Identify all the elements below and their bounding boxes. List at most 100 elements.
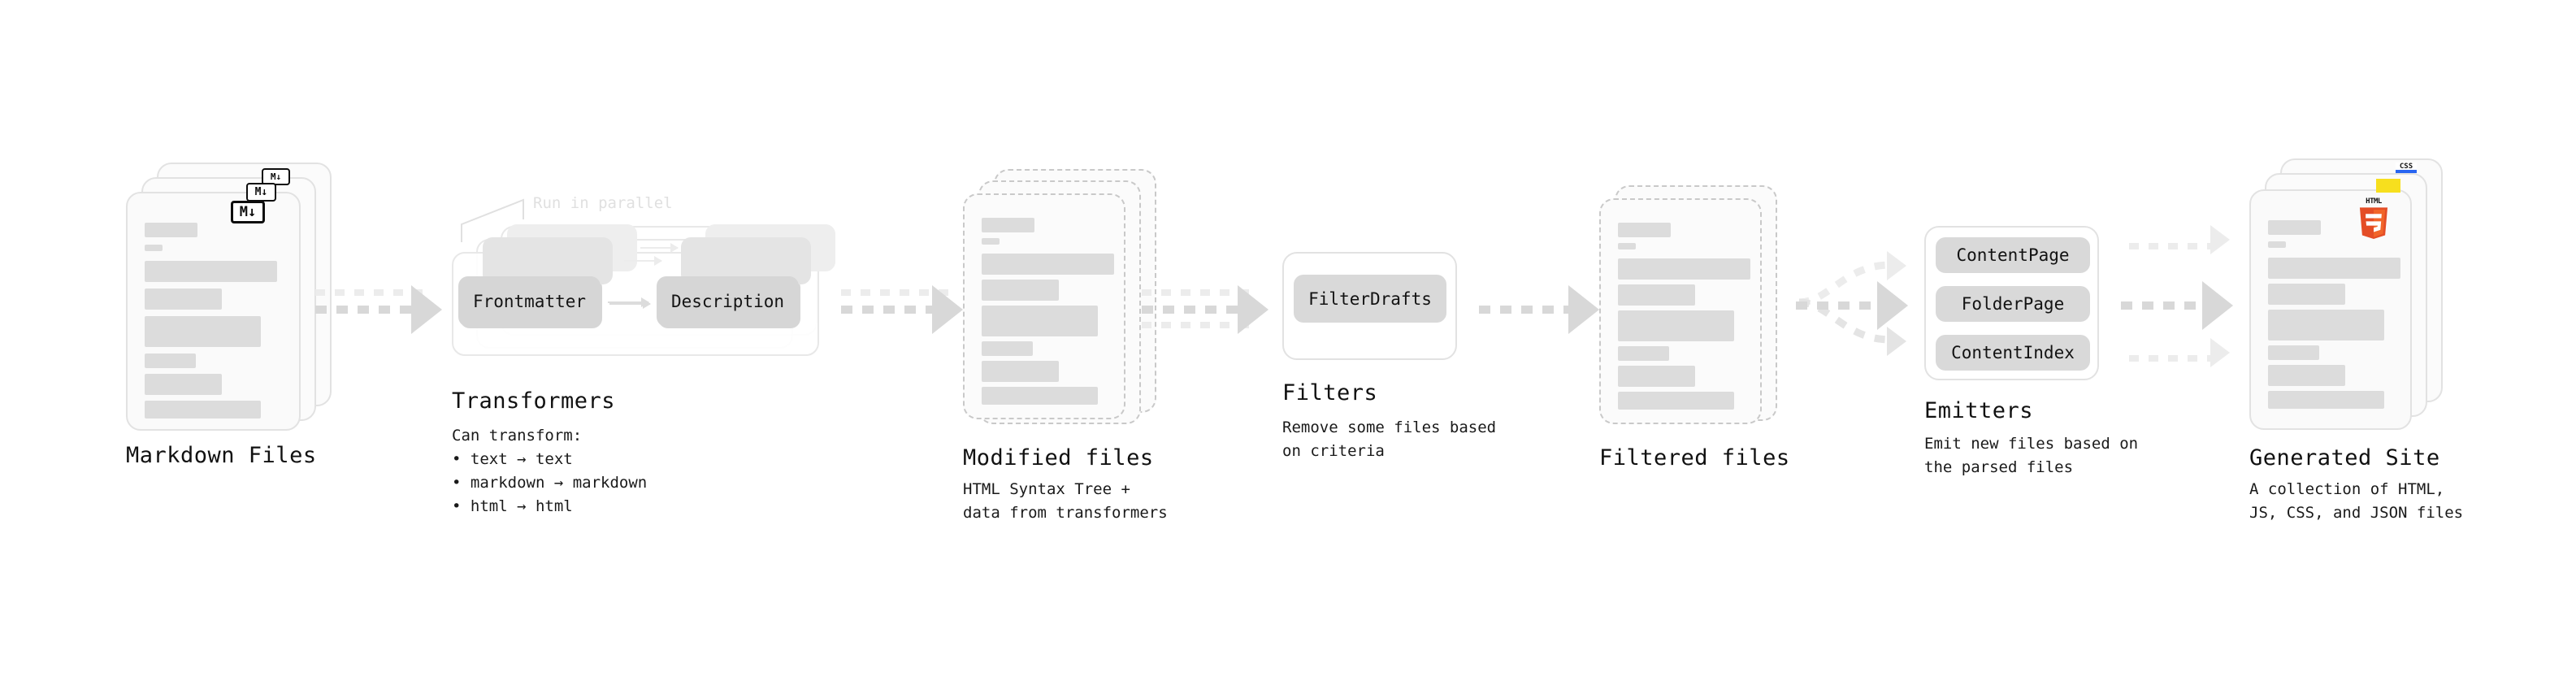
connector-arrowhead-middle xyxy=(1877,281,1908,330)
connector-arrowhead-bottom xyxy=(1887,327,1906,356)
connector-arrowhead xyxy=(932,285,963,334)
emitters-box: ContentPage FolderPage ContentIndex xyxy=(1924,226,2099,380)
skeleton-bar xyxy=(1618,258,1750,280)
filters-box: FilterDrafts xyxy=(1282,252,1457,360)
connector-dash xyxy=(1479,306,1589,314)
skeleton-bar xyxy=(982,280,1059,301)
filters-subtitle: Remove some files based on criteria xyxy=(1282,419,1497,460)
javascript-icon xyxy=(2376,179,2400,193)
skeleton-bar xyxy=(1618,392,1734,410)
modified-sheet-front xyxy=(963,193,1125,419)
connector-arrowhead xyxy=(411,285,442,334)
skeleton-bar xyxy=(145,245,163,251)
skeleton-bar xyxy=(145,374,222,395)
skeleton-bar xyxy=(2268,365,2345,386)
skeleton-bar xyxy=(1618,346,1669,361)
generated-site-title: Generated Site xyxy=(2249,445,2440,471)
css-icon-label: CSS xyxy=(2399,163,2413,171)
skeleton-bar xyxy=(2268,391,2384,409)
run-in-parallel-label: Run in parallel xyxy=(533,194,673,212)
markdown-icon: M↓ xyxy=(231,201,265,223)
skeleton-bar xyxy=(2268,241,2286,248)
generated-site-subtitle: A collection of HTML, JS, CSS, and JSON … xyxy=(2249,480,2464,522)
transformers-title: Transformers xyxy=(452,388,616,414)
skeleton-bar xyxy=(1618,223,1671,237)
filter-pill-filterdrafts[interactable]: FilterDrafts xyxy=(1294,275,1446,323)
filtered-files-title: Filtered files xyxy=(1599,445,1790,471)
skeleton-bar xyxy=(982,361,1059,382)
connector-dash-bottom xyxy=(2129,355,2214,362)
connector-dash-faint xyxy=(315,289,429,296)
modified-files-card-stack xyxy=(963,169,1174,437)
emitter-pill-contentindex[interactable]: ContentIndex xyxy=(1936,335,2090,371)
skeleton-bar xyxy=(145,354,196,368)
skeleton-bar xyxy=(2268,220,2321,235)
connector-arrowhead xyxy=(1238,285,1268,334)
connector-dash xyxy=(841,306,951,314)
css-icon: CSS xyxy=(2396,163,2417,173)
html5-icon-label: HTML xyxy=(2366,197,2382,206)
skeleton-bar xyxy=(982,238,1000,245)
filters-title: Filters xyxy=(1282,380,1378,406)
markdown-icon-mid: M↓ xyxy=(246,183,276,202)
transformer-inner-arrow-ghost-back xyxy=(640,243,679,253)
skeleton-bar xyxy=(982,306,1098,336)
connector-dash-faint-2 xyxy=(1142,322,1255,328)
skeleton-bar xyxy=(145,316,261,347)
skeleton-bar xyxy=(145,401,261,419)
skeleton-bar xyxy=(145,223,197,237)
skeleton-bar xyxy=(145,288,222,310)
css-icon-bar xyxy=(2396,170,2417,173)
markdown-sheet-front xyxy=(126,192,301,431)
markdown-icon-arrow: ↓ xyxy=(248,203,257,220)
modified-files-title: Modified files xyxy=(963,445,1154,471)
modified-files-subtitle: HTML Syntax Tree + data from transformer… xyxy=(963,480,1168,522)
connector-dash-top xyxy=(2129,243,2214,249)
connector-dash xyxy=(315,306,429,314)
skeleton-bar xyxy=(2268,345,2319,360)
generated-site-card-stack: CSS HTML xyxy=(2249,158,2461,435)
connector-arrowhead-top xyxy=(2210,225,2230,254)
markdown-icon-letter-mid: M xyxy=(254,186,262,198)
connector-arrowhead-top xyxy=(1887,251,1906,280)
markdown-icon-letter: M xyxy=(239,203,248,220)
emitters-subtitle: Emit new files based on the parsed files xyxy=(1924,435,2139,476)
html5-icon: HTML xyxy=(2357,197,2391,240)
filtered-sheet-front xyxy=(1599,198,1762,424)
connector-arrowhead-bottom xyxy=(2210,338,2230,367)
skeleton-bar xyxy=(982,254,1114,275)
connector-dash-middle xyxy=(1796,301,1893,310)
connector-dash-faint xyxy=(841,289,951,296)
skeleton-bar xyxy=(2268,310,2384,340)
skeleton-bar xyxy=(145,261,277,282)
connector-arrowhead xyxy=(1568,285,1599,334)
skeleton-bar xyxy=(1618,366,1695,387)
skeleton-bar xyxy=(1618,243,1636,249)
parallel-bracket-icon xyxy=(461,198,524,242)
transformers-subtitle: Can transform: • text → text • markdown … xyxy=(452,427,648,515)
transformers-panel-stack: Run in parallel Frontmatter Description … xyxy=(452,194,835,364)
skeleton-bar xyxy=(982,341,1033,356)
emitters-title: Emitters xyxy=(1924,398,2034,423)
markdown-icon-arrow-mid: ↓ xyxy=(261,186,268,198)
connector-dash-faint xyxy=(1142,289,1255,296)
transformer-inner-arrow-main xyxy=(608,297,649,307)
emitter-pill-folderpage[interactable]: FolderPage xyxy=(1936,286,2090,322)
skeleton-bar xyxy=(2268,284,2345,305)
skeleton-bar xyxy=(1618,284,1695,306)
connector-dash xyxy=(1142,306,1255,314)
markdown-icon-letter-back: M xyxy=(270,171,276,182)
connector-arrowhead-middle xyxy=(2202,281,2233,330)
skeleton-bar xyxy=(982,387,1098,405)
transformer-chip-frontmatter-top[interactable]: Frontmatter xyxy=(458,276,601,327)
transformer-chip-description-top[interactable]: Description xyxy=(657,276,799,327)
emitter-pill-contentpage[interactable]: ContentPage xyxy=(1936,237,2090,273)
markdown-icon-arrow-back: ↓ xyxy=(275,171,282,182)
skeleton-bar xyxy=(1618,310,1734,341)
filtered-files-card-stack xyxy=(1599,185,1811,445)
skeleton-bar xyxy=(2268,258,2400,279)
connector-dash-middle xyxy=(2121,301,2217,310)
markdown-files-title: Markdown Files xyxy=(126,443,317,468)
skeleton-bar xyxy=(982,218,1034,232)
